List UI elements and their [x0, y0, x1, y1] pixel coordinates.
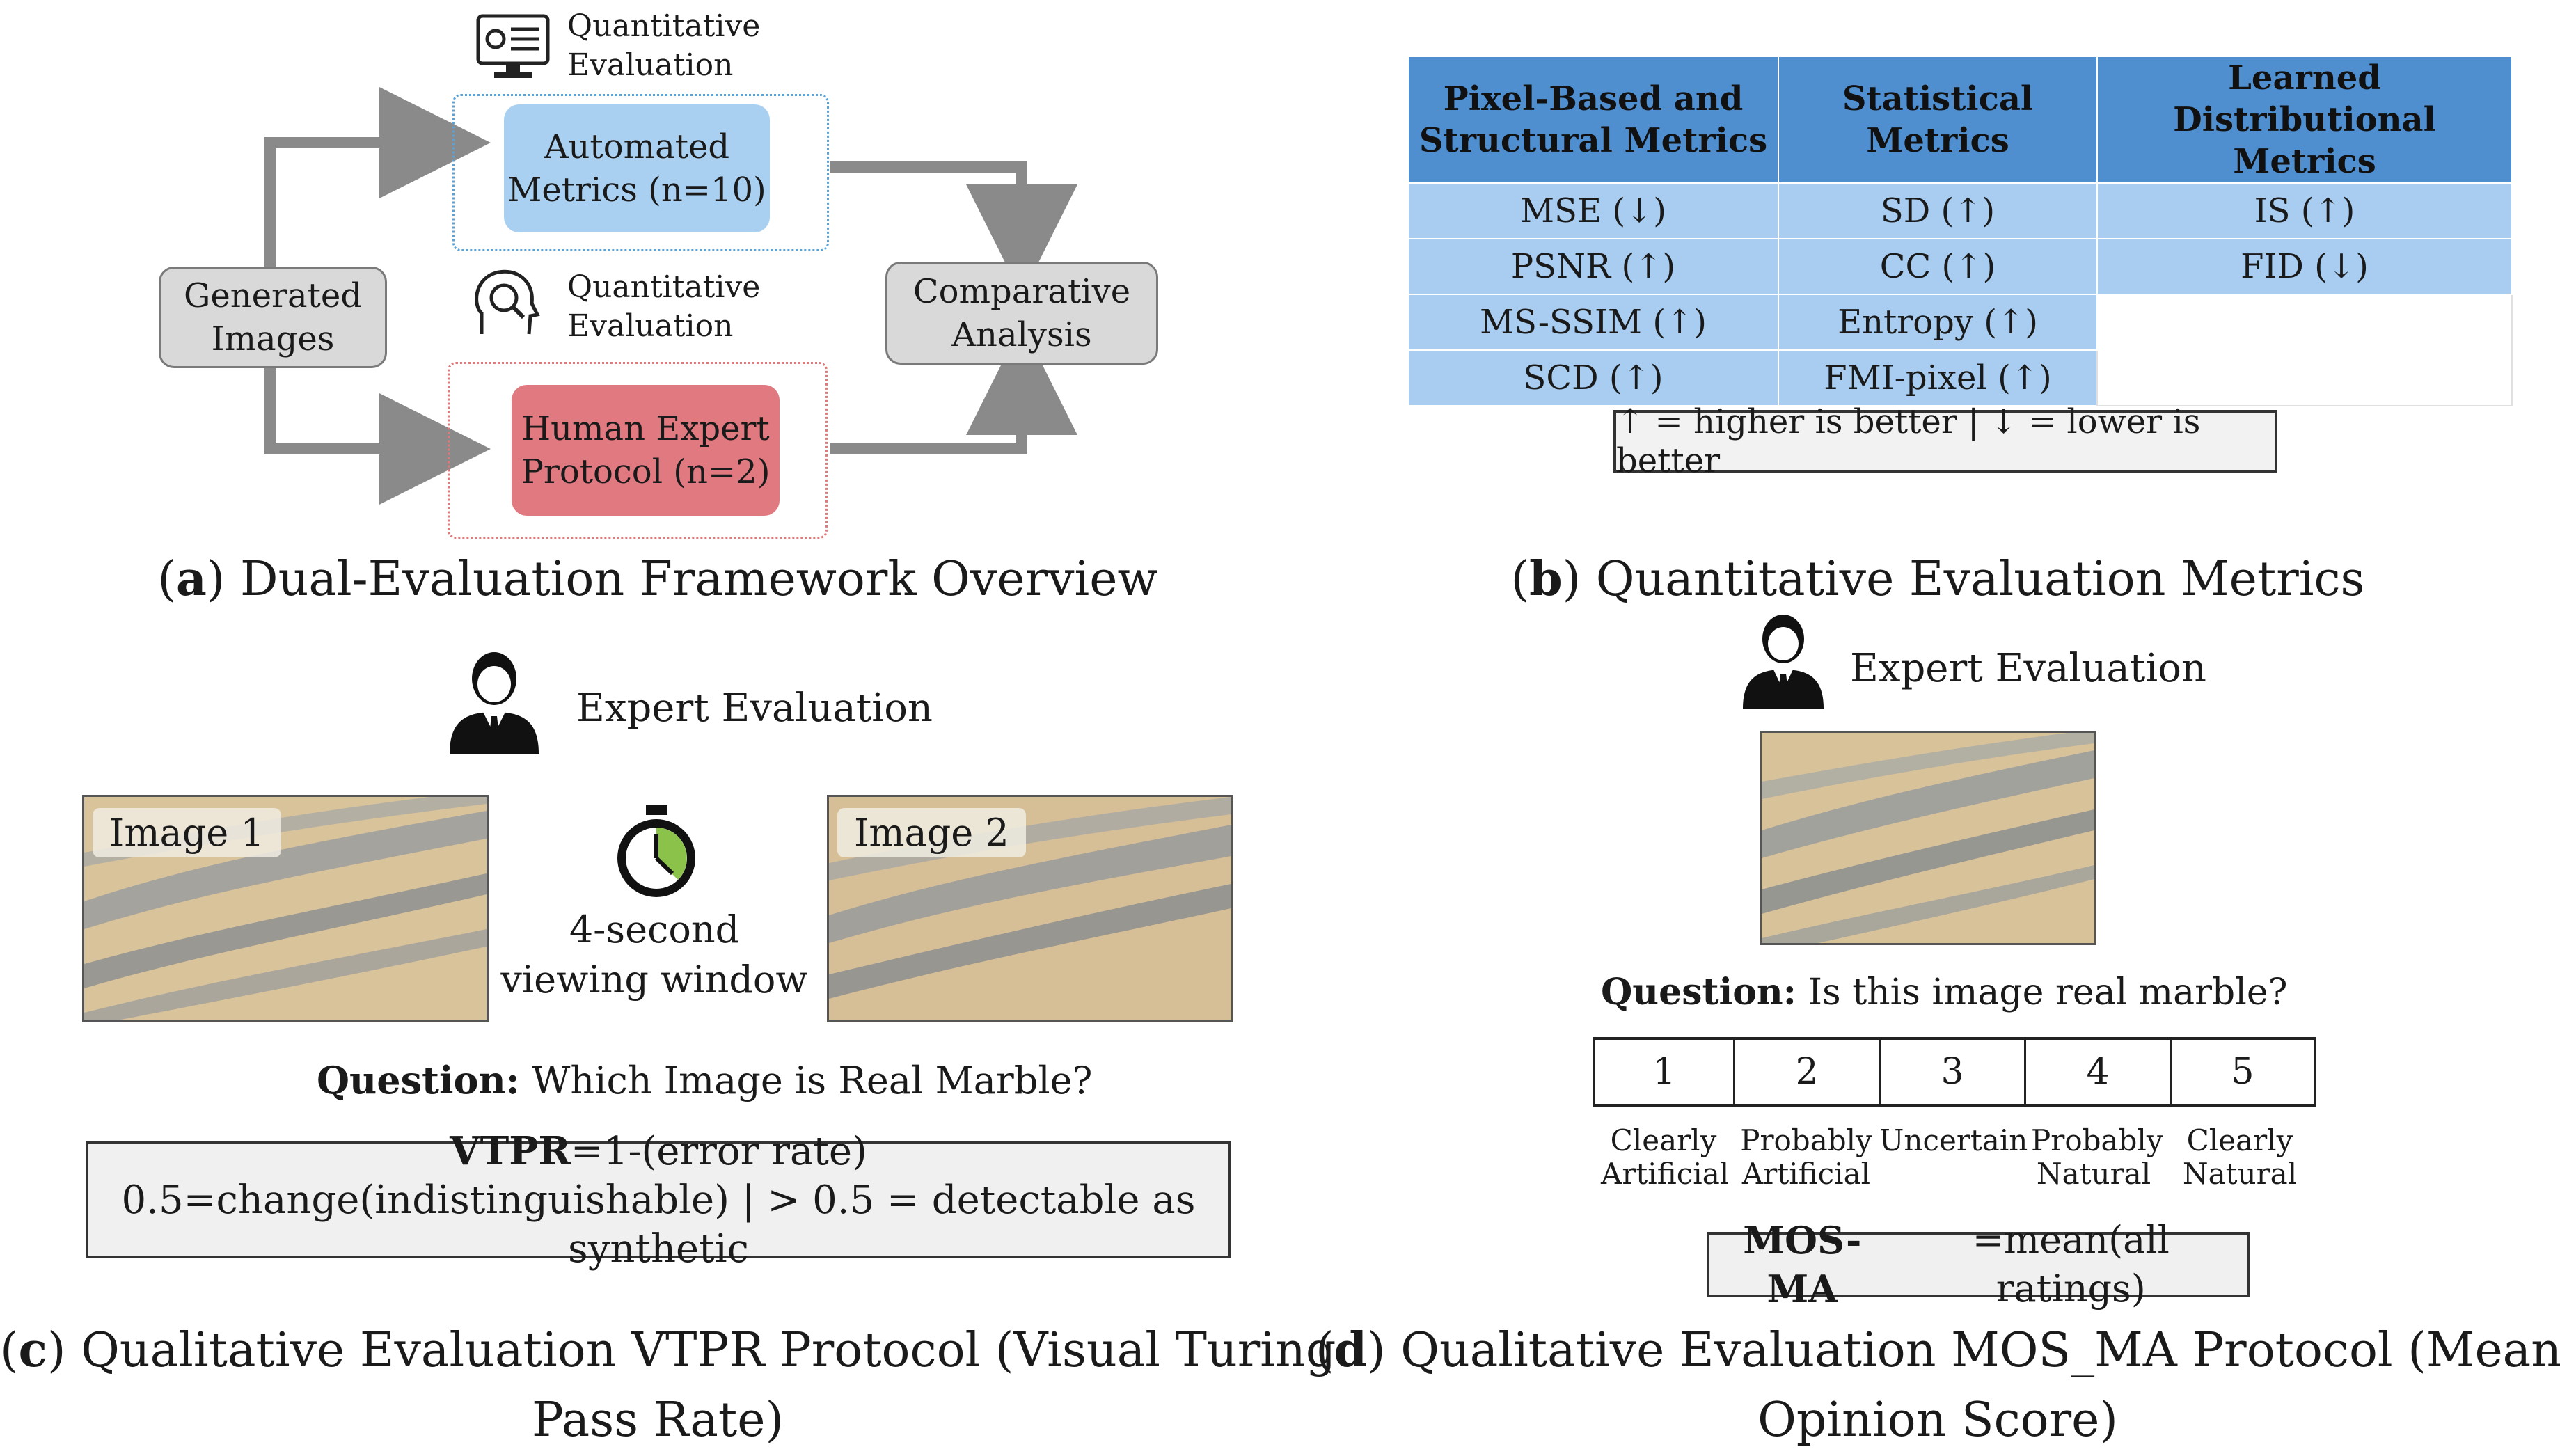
rating-scale: 1 2 3 4 5	[1593, 1037, 2316, 1107]
scale-label-2: Probably Artificial	[1740, 1123, 1872, 1191]
caption-a: (a) Dual-Evaluation Framework Overview	[157, 551, 1158, 607]
human-expert-box: Human Expert Protocol (n=2)	[512, 385, 780, 516]
marble-image-d	[1760, 731, 2096, 945]
rating-option-2[interactable]: 2	[1735, 1040, 1881, 1104]
vtpr-formula-line2: 0.5=change(indistinguishable) | > 0.5 = …	[121, 1177, 1196, 1272]
automated-metrics-box: Automated Metrics (n=10)	[504, 104, 770, 232]
table-cell: FMI-pixel (↑)	[1778, 349, 2098, 406]
expert-label-c: Expert Evaluation	[576, 686, 933, 731]
table-cell: SD (↑)	[1778, 182, 2098, 239]
table-cell: FID (↓)	[2096, 238, 2513, 295]
arrow-to-human	[264, 365, 491, 505]
metrics-table: Pixel-Based and Structural Metrics Stati…	[1407, 56, 2513, 406]
comparative-analysis-box: Comparative Analysis	[885, 262, 1158, 365]
table-cell: Entropy (↑)	[1778, 294, 2098, 351]
rating-option-1[interactable]: 1	[1595, 1040, 1735, 1104]
mos-formula-box: MOS-MA=mean(all ratings)	[1707, 1218, 2250, 1311]
question-d: Question: Is this image real marble?	[1601, 971, 2288, 1013]
vtpr-formula-line1: VTPR=1-(error rate)	[450, 1127, 867, 1174]
caption-c: (c) Qualitative Evaluation VTPR Protocol…	[0, 1322, 1336, 1448]
question-c: Question: Which Image is Real Marble?	[317, 1058, 1093, 1102]
marble-image-1: Image 1	[82, 795, 489, 1022]
caption-d: (d) Qualitative Evaluation MOS_MA Protoc…	[1315, 1322, 2560, 1448]
scale-label-1: Clearly Artificial	[1601, 1123, 1730, 1191]
rating-option-5[interactable]: 5	[2231, 1051, 2254, 1093]
table-cell: MSE (↓)	[1407, 182, 1779, 239]
timer-line-1: 4-second	[569, 908, 740, 951]
table-cell: PSNR (↑)	[1407, 238, 1779, 295]
table-cell-empty	[2096, 294, 2513, 406]
quantitative-label-top: Quantitative Evaluation	[567, 8, 761, 83]
vtpr-formula-box: VTPR=1-(error rate) 0.5=change(indisting…	[86, 1128, 1231, 1272]
expert-person-icon	[450, 652, 539, 754]
image-1-label: Image 1	[93, 808, 281, 857]
caption-b: (b) Quantitative Evaluation Metrics	[1510, 551, 2365, 607]
viewing-window-label: 4-second viewing window	[494, 905, 814, 1005]
image-2-label: Image 2	[837, 808, 1026, 857]
header-statistical: Statistical Metrics	[1778, 56, 2098, 184]
scale-label-3: Uncertain	[1879, 1123, 2028, 1157]
arrow-automated-to-comparative	[830, 161, 1077, 296]
scale-label-4: Probably Natural	[2031, 1123, 2163, 1191]
header-pixel: Pixel-Based and Structural Metrics	[1407, 56, 1779, 184]
marble-image-2: Image 2	[827, 795, 1233, 1022]
table-cell: SCD (↑)	[1407, 349, 1779, 406]
arrow-to-automated	[264, 87, 491, 268]
arrow-human-to-comparative	[830, 324, 1077, 454]
quantitative-label-mid: Quantitative Evaluation	[567, 269, 761, 344]
scale-label-5: Clearly Natural	[2182, 1123, 2298, 1191]
expert-person-icon-d	[1743, 615, 1824, 709]
rating-option-3[interactable]: 3	[1881, 1040, 2026, 1104]
timer-line-2: viewing window	[500, 958, 808, 1002]
automated-container	[452, 94, 829, 251]
generated-images-box: Generated Images	[159, 267, 387, 368]
head-search-icon	[475, 269, 540, 335]
rating-option-4[interactable]: 4	[2026, 1040, 2172, 1104]
monitor-gear-icon	[476, 14, 550, 78]
human-container	[448, 362, 828, 539]
table-cell: CC (↑)	[1778, 238, 2098, 295]
table-cell: MS-SSIM (↑)	[1407, 294, 1779, 351]
metrics-legend: ↑ = higher is better | ↓ = lower is bett…	[1613, 402, 2277, 480]
table-cell: IS (↑)	[2096, 182, 2513, 239]
stopwatch-icon	[617, 805, 695, 897]
header-learned: Learned Distributional Metrics	[2096, 56, 2513, 184]
expert-label-d: Expert Evaluation	[1850, 646, 2206, 691]
